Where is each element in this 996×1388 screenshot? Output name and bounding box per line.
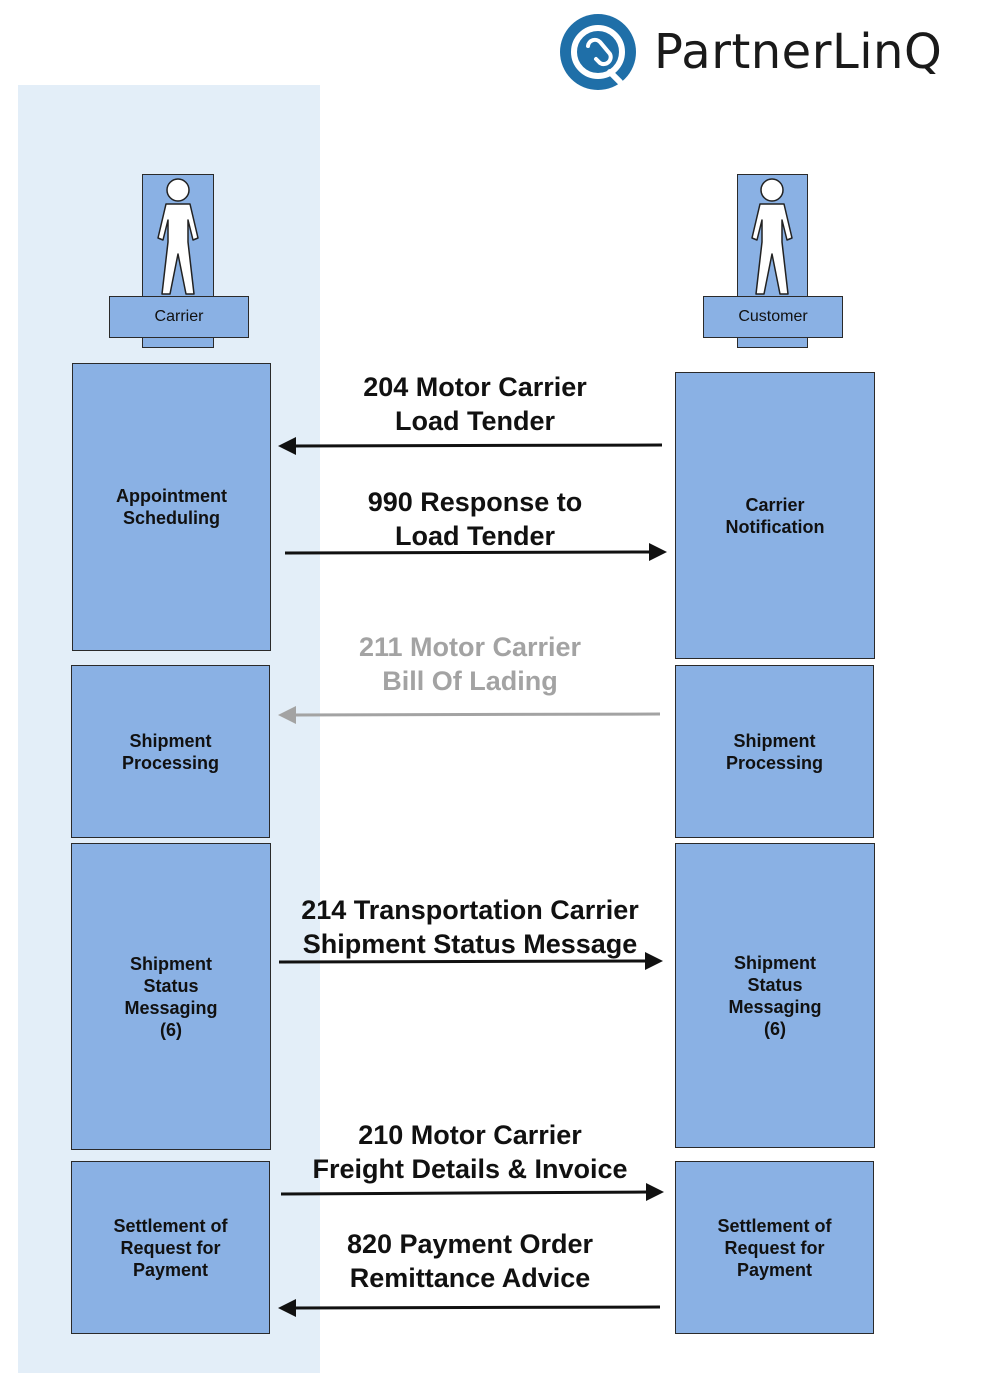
carrier-shipment-status-messaging: Shipment Status Messaging (6) <box>71 843 271 1150</box>
message-204-label: 204 Motor Carrier Load Tender <box>363 372 587 436</box>
customer-carrier-notification: Carrier Notification <box>675 372 875 659</box>
arrow-210 <box>280 1183 664 1201</box>
message-211-label: 211 Motor Carrier Bill Of Lading <box>358 632 582 696</box>
customer-actor-label: Customer <box>703 296 843 338</box>
carrier-shipment-processing: Shipment Processing <box>71 665 270 838</box>
arrow-820 <box>278 1299 661 1317</box>
partnerlinq-logo-icon <box>560 14 636 90</box>
partnerlinq-logo: PartnerLinQ <box>558 12 978 92</box>
message-214-label: 214 Transportation Carrier Shipment Stat… <box>301 895 639 959</box>
carrier-actor-label: Carrier <box>109 296 249 338</box>
message-990-label: 990 Response to Load Tender <box>367 487 583 551</box>
customer-shipment-status-messaging: Shipment Status Messaging (6) <box>675 843 875 1148</box>
customer-settlement: Settlement of Request for Payment <box>675 1161 874 1334</box>
brand-name: PartnerLinQ <box>654 24 943 80</box>
message-820-label: 820 Payment Order Remittance Advice <box>346 1229 594 1293</box>
arrow-214 <box>278 952 663 970</box>
arrow-204 <box>278 437 663 455</box>
arrow-990 <box>284 543 667 561</box>
carrier-appointment-scheduling: Appointment Scheduling <box>72 363 271 651</box>
person-icon <box>751 178 793 295</box>
person-icon <box>157 178 199 295</box>
carrier-settlement: Settlement of Request for Payment <box>71 1161 270 1334</box>
message-210-label: 210 Motor Carrier Freight Details & Invo… <box>312 1120 628 1184</box>
arrow-211 <box>278 706 661 724</box>
customer-shipment-processing: Shipment Processing <box>675 665 874 838</box>
